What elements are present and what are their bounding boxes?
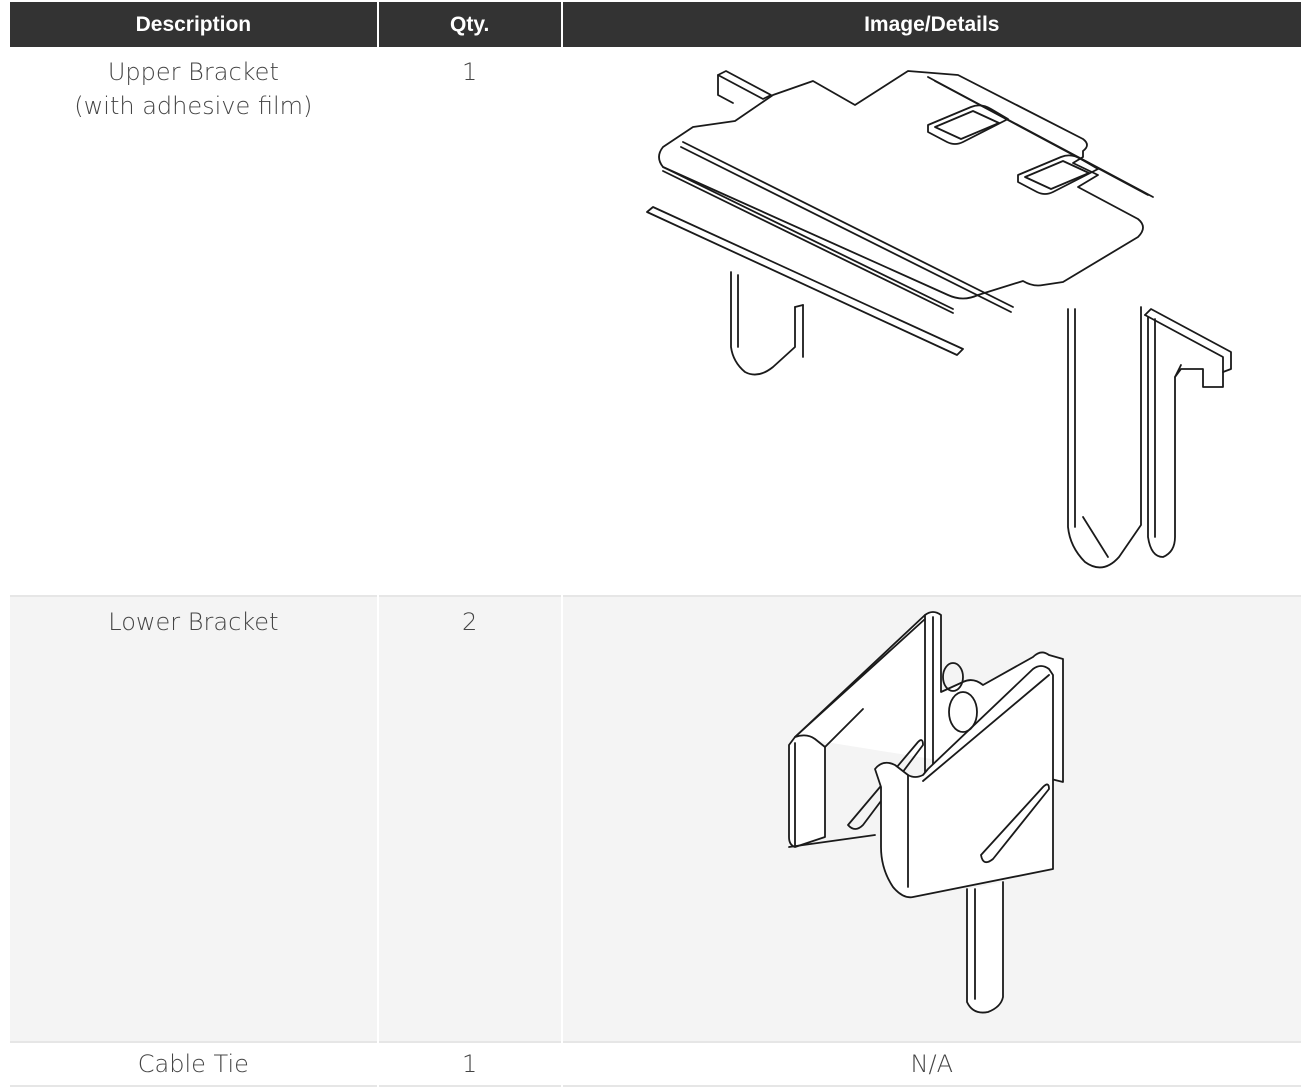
- description-subtext: (with adhesive film): [74, 92, 313, 120]
- description-cell: Lower Bracket: [10, 597, 377, 1043]
- parts-table: Description Qty. Image/Details Upper Bra…: [8, 2, 1303, 1087]
- upper-bracket-drawing: [645, 70, 1232, 569]
- table-row: Lower Bracket 2: [10, 597, 1301, 1043]
- table-row: Upper Bracket (with adhesive film) 1: [10, 47, 1301, 597]
- header-row: Description Qty. Image/Details: [10, 2, 1301, 47]
- description-text: Upper Bracket: [107, 58, 279, 86]
- description-cell: Upper Bracket (with adhesive film): [10, 47, 377, 597]
- details-cell: N/A: [562, 1043, 1301, 1087]
- qty-cell: 1: [378, 1043, 561, 1087]
- qty-cell: 2: [378, 597, 561, 1043]
- description-text: Lower Bracket: [108, 608, 279, 636]
- qty-cell: 1: [378, 47, 561, 597]
- image-cell: [562, 597, 1301, 1043]
- description-text: Cable Tie: [137, 1050, 249, 1078]
- header-image-details: Image/Details: [562, 2, 1301, 47]
- header-qty: Qty.: [378, 2, 561, 47]
- image-cell: [562, 47, 1301, 597]
- table-row: Cable Tie 1 N/A: [10, 1043, 1301, 1087]
- description-cell: Cable Tie: [10, 1043, 377, 1087]
- header-description: Description: [10, 2, 377, 47]
- lower-bracket-drawing: [787, 611, 1064, 1014]
